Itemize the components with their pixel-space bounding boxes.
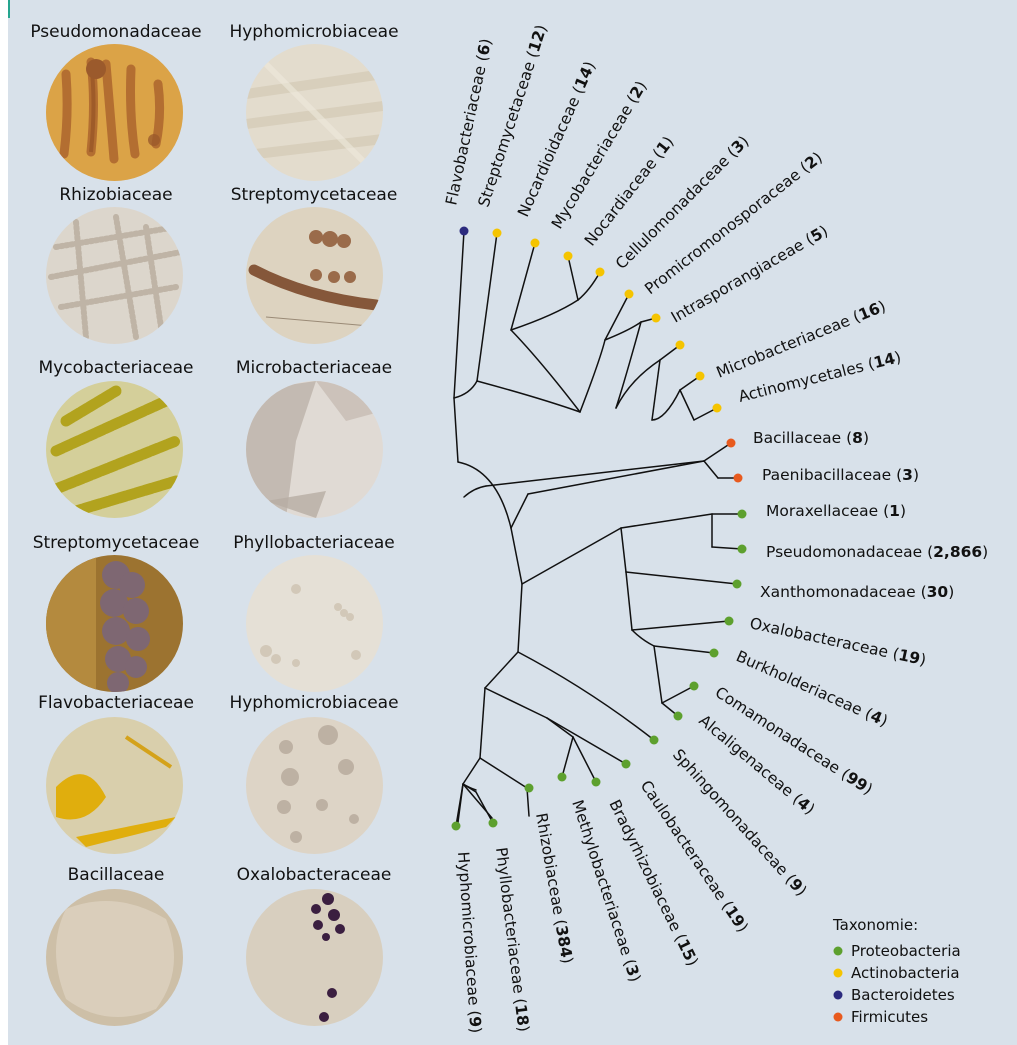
tip-dot [710,649,719,658]
leaf-count: 384 [552,924,575,959]
tip-dot [738,545,747,554]
legend-swatch [834,991,843,1000]
leaf-label: Rhizobiaceae (384) [532,812,576,965]
tip-dot [713,404,722,413]
tip-dot [652,314,661,323]
leaf-label: Paenibacillaceae (3) [762,466,919,484]
tip-dot [625,290,634,299]
legend-swatch [834,947,843,956]
leaf-label: Hyphomicrobiaceae (9) [454,851,485,1034]
leaf-count: 3 [902,466,913,484]
legend-label: Firmicutes [851,1008,928,1026]
leaf-label: Intrasporangiaceae (5) [668,222,831,327]
tip-dot [622,760,631,769]
tip-dot [650,736,659,745]
leaf-count: 1 [889,502,900,520]
tree-labels: Flavobacteriaceae (6)Streptomycetaceae (… [442,22,988,1033]
tip-dot [592,778,601,787]
legend-label: Bacteroidetes [851,986,955,1004]
tip-dot [596,268,605,277]
tip-dot [452,822,461,831]
tip-dot [696,372,705,381]
tip-dot [525,784,534,793]
tip-dot [733,580,742,589]
tip-dot [727,439,736,448]
tip-dot [690,682,699,691]
leaf-label: Sphingomonadaceae (9) [669,746,810,900]
tree-branches [454,231,742,826]
tip-dot [676,341,685,350]
tip-dot [531,239,540,248]
leaf-count: 18 [511,1003,531,1027]
leaf-label: Xanthomonadaceae (30) [760,583,954,601]
leaf-label: Phyllobacteriaceae (18) [492,846,533,1033]
tip-dot [558,773,567,782]
legend-label: Proteobacteria [851,942,961,960]
tip-dot [725,617,734,626]
leaf-count: 30 [927,583,949,601]
tip-dot [674,712,683,721]
legend-swatch [834,969,843,978]
leaf-label: Moraxellaceae (1) [766,502,906,520]
tip-dot [738,510,747,519]
leaf-label: Bacillaceae (8) [753,429,869,447]
legend: Taxonomie: ProteobacteriaActinobacteriaB… [832,916,961,1026]
tree-tips [452,227,747,831]
leaf-label: Pseudomonadaceae (2,866) [766,543,988,561]
tip-dot [564,252,573,261]
leaf-count: 2,866 [933,543,982,561]
legend-title: Taxonomie: [832,916,918,934]
leaf-count: 8 [852,429,863,447]
tip-dot [493,229,502,238]
tip-dot [734,474,743,483]
tip-dot [489,819,498,828]
leaf-label: Oxalobacteraceae (19) [748,614,928,669]
tip-dot [460,227,469,236]
legend-swatch [834,1013,843,1022]
legend-label: Actinobacteria [851,964,960,982]
leaf-label: Caulobacteraceae (19) [637,777,752,935]
